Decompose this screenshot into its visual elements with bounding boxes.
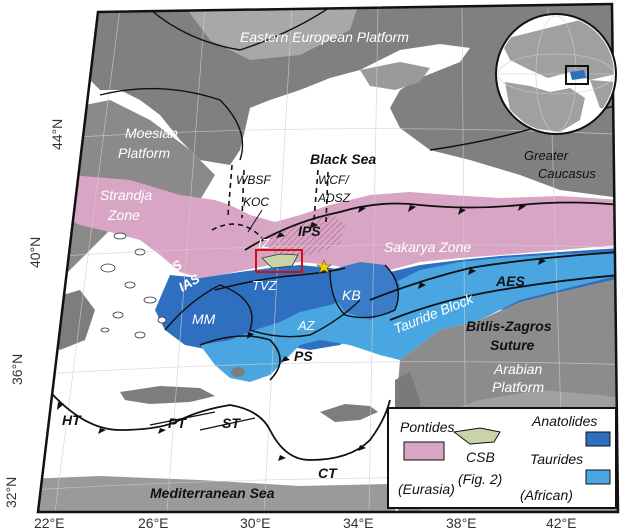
- north-fault: [139, 4, 341, 51]
- kb-boundary: [329, 264, 399, 319]
- label-tvz: TVZ: [252, 278, 278, 293]
- legend-csb-label: CSB: [466, 449, 495, 465]
- legend-eurasia-label: (Eurasia): [398, 481, 455, 497]
- label-ct: CT: [318, 465, 338, 481]
- label-mm: MM: [192, 311, 216, 327]
- legend-taurides-label: Taurides: [530, 451, 583, 467]
- wbsf-fault-2: [241, 169, 245, 219]
- hellenic-trench: [39, 379, 391, 461]
- label-az: AZ: [297, 318, 316, 333]
- legend-anatolides-label: Anatolides: [531, 413, 597, 429]
- land-crimea: [360, 62, 430, 90]
- label-kb: KB: [342, 287, 361, 303]
- rhodes: [231, 367, 245, 377]
- strabo-trench: [199, 417, 256, 431]
- label-ps: PS: [294, 348, 313, 364]
- legend-african-label: (African): [520, 487, 573, 503]
- star-marker-icon: [316, 259, 332, 274]
- fault-lines: [39, 4, 618, 461]
- label-sakarya-zone: Sakarya Zone: [384, 239, 471, 255]
- label-moesian-2: Platform: [118, 145, 170, 161]
- ips-suture: [244, 201, 618, 251]
- label-bitlis-zagros-1: Bitlis-Zagros: [466, 318, 552, 334]
- label-st: ST: [222, 415, 241, 431]
- label-black-sea: Black Sea: [310, 151, 376, 167]
- cyprus: [320, 404, 378, 422]
- pliny-trench: [149, 411, 216, 426]
- land-north: [90, 4, 618, 200]
- legend-pontides-swatch: [403, 441, 445, 461]
- label-iz: IZ: [258, 236, 271, 251]
- lon-label-38: 38°E: [446, 515, 477, 531]
- mm-az-boundary: [164, 284, 361, 338]
- globe-locator-icon: [495, 13, 617, 135]
- label-arabian-2: Platform: [492, 379, 544, 395]
- taurides-zone: [200, 252, 618, 382]
- lon-label-22: 22°E: [34, 515, 65, 531]
- legend-pontides-label: Pontides: [400, 419, 454, 435]
- label-greater: Greater: [524, 148, 569, 163]
- lon-label-26: 26°E: [138, 515, 169, 531]
- aes-suture: [369, 251, 618, 301]
- longitude-labels: 22°E 26°E 30°E 34°E 38°E 42°E: [34, 515, 577, 531]
- koc-arc: [211, 223, 263, 239]
- lat-label-32: 32°N: [3, 477, 19, 508]
- lat-label-44: 44°N: [49, 119, 65, 150]
- kb-block: [330, 262, 400, 320]
- lat-label-40: 40°N: [27, 237, 43, 268]
- map-frame: [36, 2, 620, 514]
- koc-pointer: [247, 209, 263, 233]
- latitude-labels: 44°N 40°N 36°N 32°N: [3, 119, 65, 508]
- land-north-light: [180, 4, 360, 60]
- label-aes: AES: [495, 273, 525, 289]
- lat-label-36: 36°N: [9, 354, 25, 385]
- label-strandja-2: Zone: [107, 207, 140, 223]
- label-ht: HT: [62, 412, 82, 428]
- legend-csb-fig-label: (Fig. 2): [458, 471, 502, 487]
- lon-label-42: 42°E: [546, 515, 577, 531]
- lon-label-30: 30°E: [240, 515, 271, 531]
- abbreviation-labels: WBSF KOC WCF/ ADSZ IZ IPS VS IAS TVZ KB …: [62, 173, 525, 481]
- tvz-line: [214, 267, 346, 291]
- label-bitlis-zagros-2: Suture: [490, 337, 535, 353]
- thrust-teeth: [57, 204, 546, 461]
- label-eastern-european-platform: Eastern European Platform: [240, 29, 409, 45]
- label-strandja-1: Strandja: [100, 187, 152, 203]
- land-africa: [38, 476, 400, 512]
- label-wbsf: WBSF: [236, 173, 271, 187]
- lon-label-34: 34°E: [343, 515, 374, 531]
- label-caucasus: Caucasus: [538, 166, 596, 181]
- moesian-boundary: [99, 87, 244, 161]
- study-area-box: [255, 249, 303, 273]
- label-koc: KOC: [243, 195, 269, 209]
- label-ips: IPS: [298, 223, 321, 239]
- label-wcf: WCF/: [318, 173, 350, 187]
- label-moesian-1: Moesian: [125, 125, 178, 141]
- bitlis-zagros: [389, 274, 618, 321]
- legend-anatolides-swatch: [585, 431, 611, 447]
- csb-area: [261, 253, 299, 269]
- ps-line: [199, 335, 281, 381]
- globe-locator-box: [565, 65, 589, 85]
- dashed-faults: [211, 164, 329, 239]
- label-arabian-1: Arabian: [493, 361, 542, 377]
- legend-taurides-swatch: [585, 469, 611, 485]
- aegean-islands: [100, 232, 167, 339]
- crete: [120, 386, 215, 404]
- label-pt: PT: [168, 415, 187, 431]
- legend-csb-swatch: [452, 427, 501, 445]
- label-mediterranean-sea: Mediterranean Sea: [150, 485, 275, 501]
- legend: Pontides (Eurasia) CSB (Fig. 2) Anatolid…: [387, 407, 617, 509]
- label-adsz: ADSZ: [317, 191, 351, 205]
